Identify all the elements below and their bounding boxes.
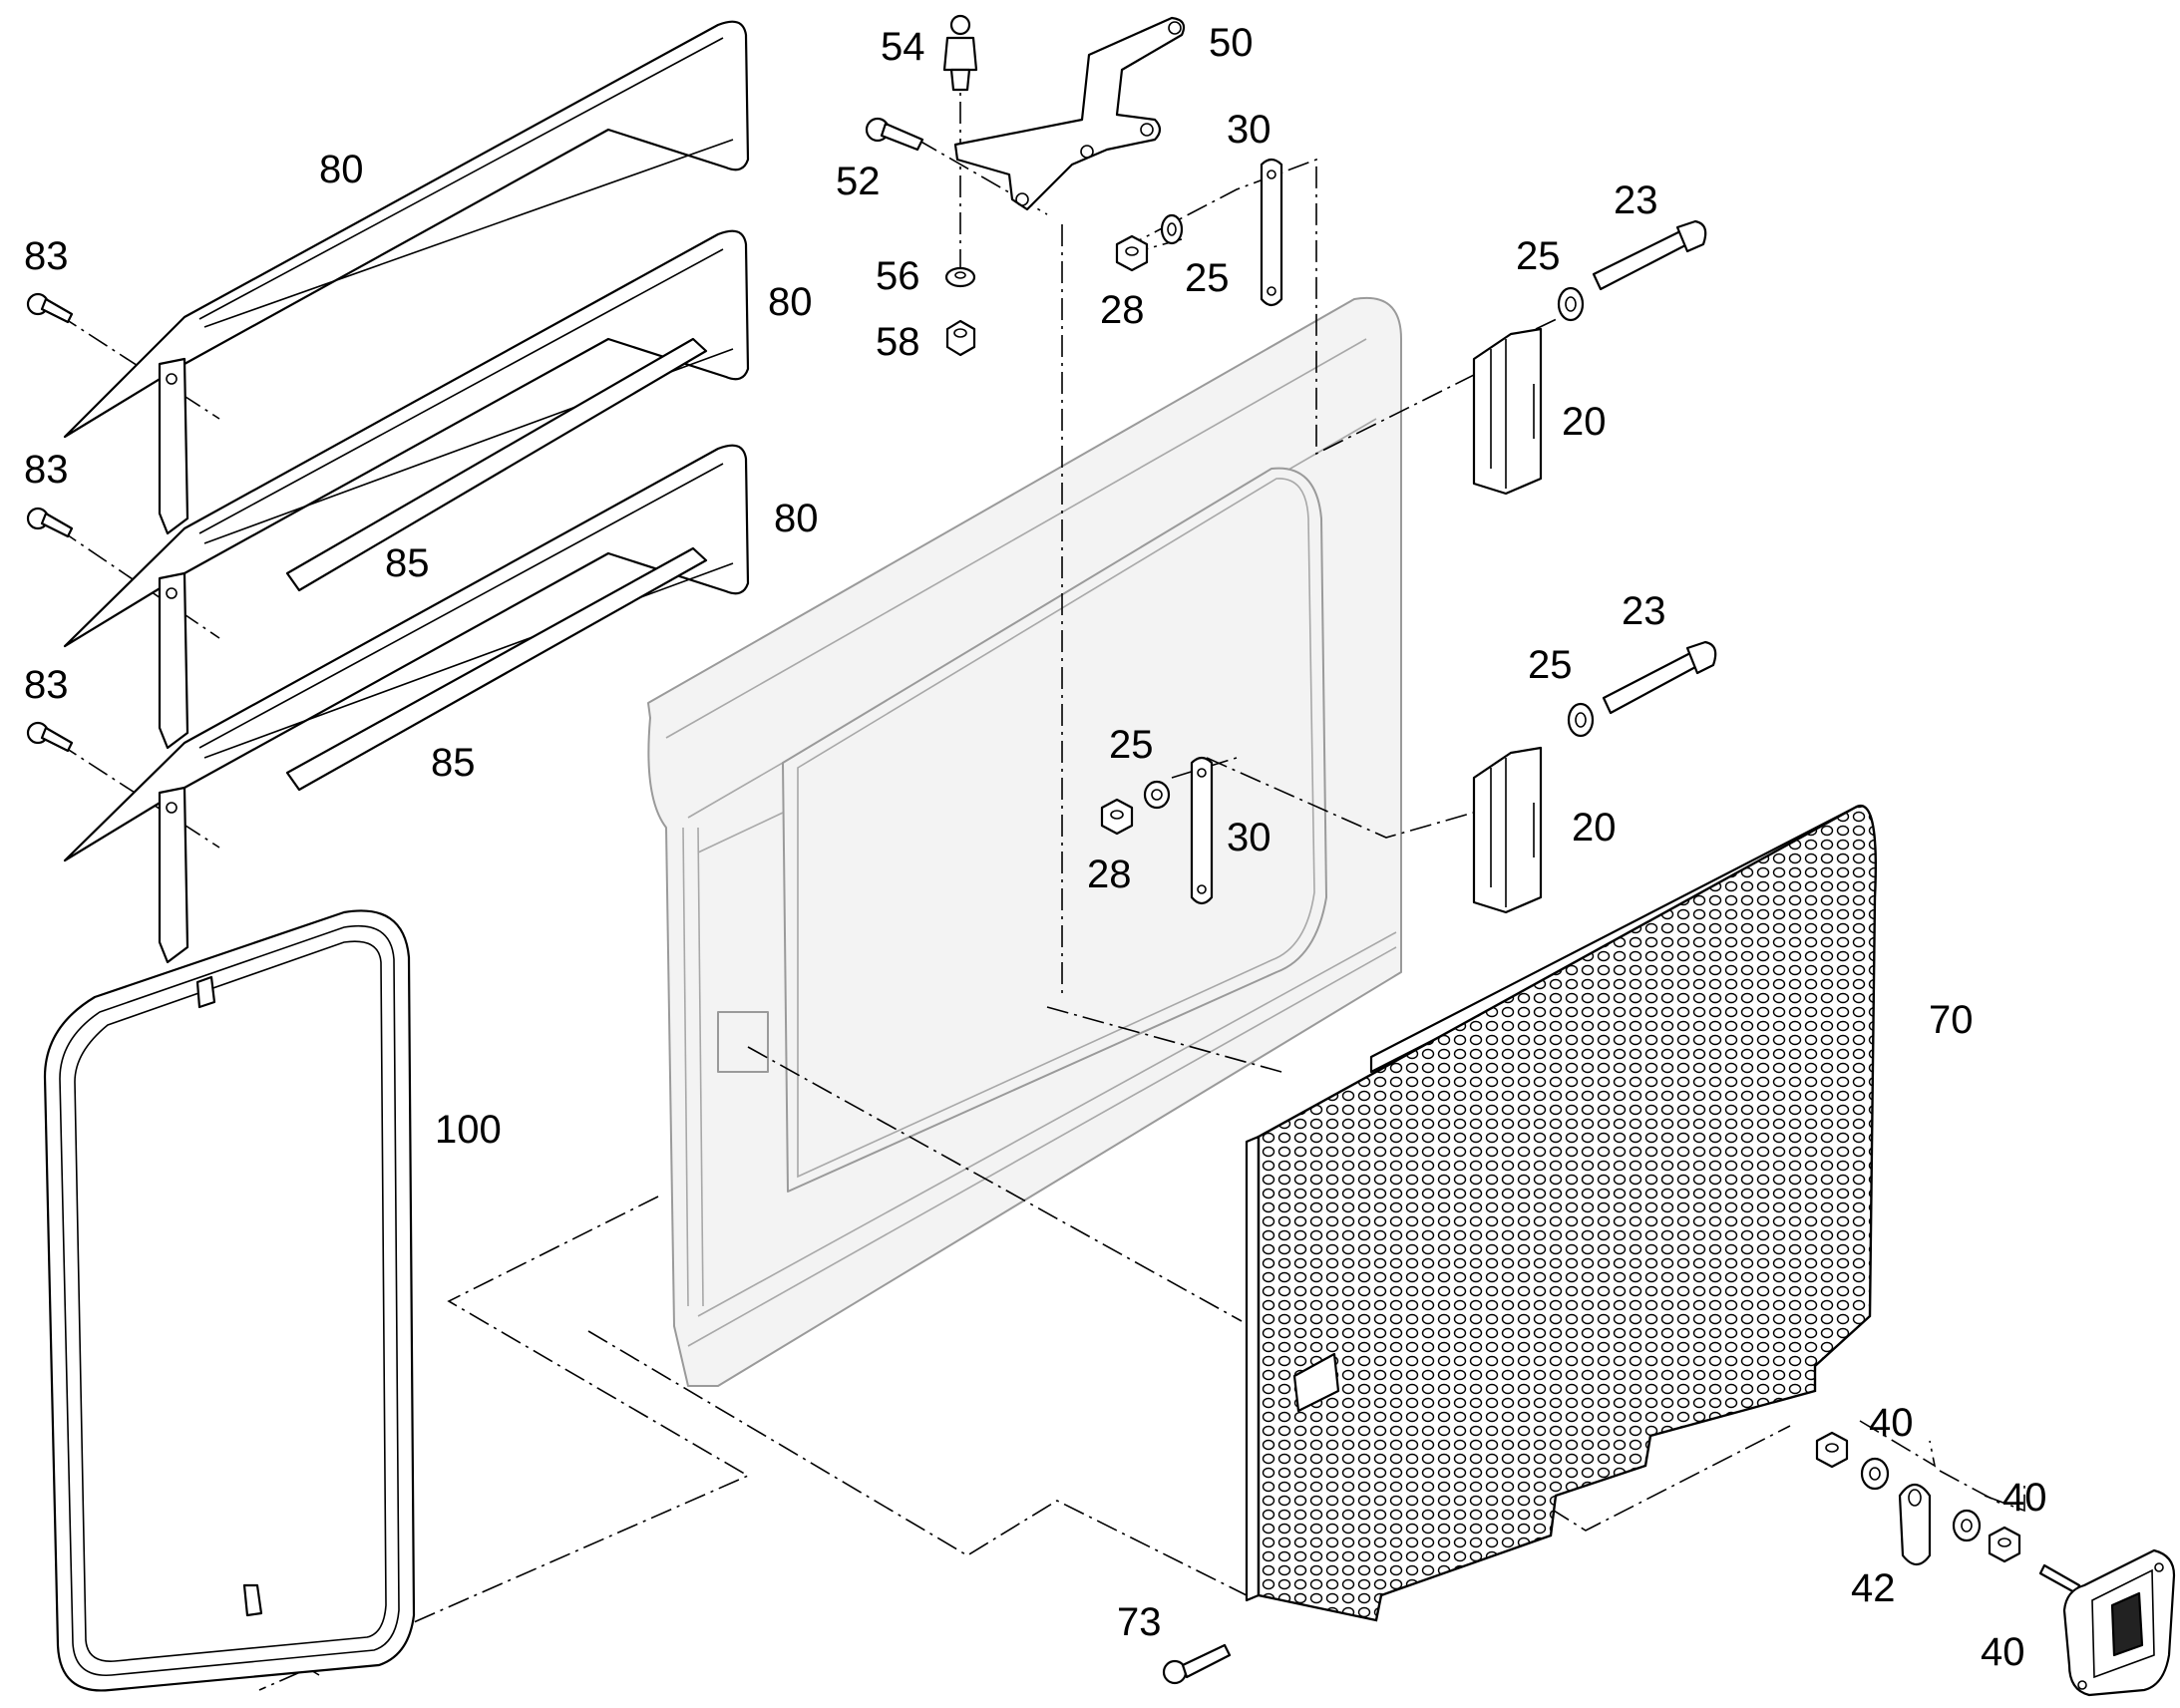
label-83: 83 xyxy=(24,448,69,492)
label-85: 85 xyxy=(431,741,476,785)
bolt-52 xyxy=(865,117,924,152)
washer-25-lower-right xyxy=(1567,702,1595,738)
label-30: 30 xyxy=(1227,108,1272,152)
hinge-20-upper xyxy=(1472,327,1543,496)
washer-56 xyxy=(944,266,976,288)
washer-25-lower-left xyxy=(1143,780,1171,810)
screw-83-top xyxy=(26,292,74,324)
label-58: 58 xyxy=(876,320,920,364)
label-80: 80 xyxy=(774,497,819,540)
label-20: 20 xyxy=(1572,806,1617,850)
bolt-23-lower xyxy=(1602,640,1717,715)
washer-25-upper-left xyxy=(1160,213,1184,245)
door-frame xyxy=(647,296,1402,1387)
label-40: 40 xyxy=(2002,1476,2047,1520)
label-100: 100 xyxy=(435,1108,502,1152)
hinge-bracket-50 xyxy=(953,16,1186,211)
label-73: 73 xyxy=(1117,1600,1162,1644)
bracket-80-middle xyxy=(63,229,750,750)
hinge-20-lower xyxy=(1472,746,1543,914)
strap-30-upper xyxy=(1260,158,1283,307)
washer-40-upper xyxy=(1860,1457,1890,1491)
label-83: 83 xyxy=(24,234,69,278)
strap-30-lower xyxy=(1190,756,1214,905)
nut-28-lower xyxy=(1100,798,1134,836)
label-50: 50 xyxy=(1209,21,1254,65)
label-52: 52 xyxy=(836,160,881,203)
label-28: 28 xyxy=(1100,288,1145,332)
label-80: 80 xyxy=(319,148,364,191)
rod-85-upper xyxy=(285,337,708,592)
nut-28-upper xyxy=(1115,234,1149,272)
label-42: 42 xyxy=(1851,1566,1896,1610)
latch-handle-40 xyxy=(2038,1548,2176,1697)
assembly-leader-lines xyxy=(57,65,2025,1691)
latch-plate-42 xyxy=(1898,1483,1932,1566)
part-labels: 80 80 80 83 83 83 85 85 54 50 52 56 58 3… xyxy=(24,21,2047,1674)
nut-40-lower xyxy=(1988,1526,2021,1563)
washer-25-upper-right xyxy=(1557,286,1585,322)
perforated-panel-70 xyxy=(1245,805,1878,1622)
stud-54 xyxy=(942,14,978,92)
label-54: 54 xyxy=(881,25,925,69)
bolt-23-upper xyxy=(1592,219,1707,291)
label-30: 30 xyxy=(1227,816,1272,859)
label-25: 25 xyxy=(1516,234,1561,278)
label-28: 28 xyxy=(1087,853,1132,896)
label-23: 23 xyxy=(1622,589,1666,633)
screw-73 xyxy=(1162,1643,1232,1685)
label-23: 23 xyxy=(1614,178,1658,222)
label-40: 40 xyxy=(1981,1630,2025,1674)
screw-83-middle xyxy=(26,507,74,538)
label-56: 56 xyxy=(876,254,920,298)
screw-83-bottom xyxy=(26,721,74,753)
label-83: 83 xyxy=(24,663,69,707)
bracket-80-top xyxy=(63,20,750,535)
label-85: 85 xyxy=(385,541,430,585)
nut-58 xyxy=(945,319,976,357)
label-25: 25 xyxy=(1528,643,1573,687)
label-80: 80 xyxy=(768,280,813,324)
label-25: 25 xyxy=(1109,723,1154,767)
label-25: 25 xyxy=(1185,256,1230,300)
washer-40-lower xyxy=(1952,1509,1982,1542)
rod-85-lower xyxy=(285,546,708,792)
label-20: 20 xyxy=(1562,400,1607,444)
label-70: 70 xyxy=(1929,998,1974,1042)
door-seal-100 xyxy=(43,909,416,1692)
nut-40-upper xyxy=(1815,1431,1849,1469)
label-40: 40 xyxy=(1869,1401,1914,1445)
